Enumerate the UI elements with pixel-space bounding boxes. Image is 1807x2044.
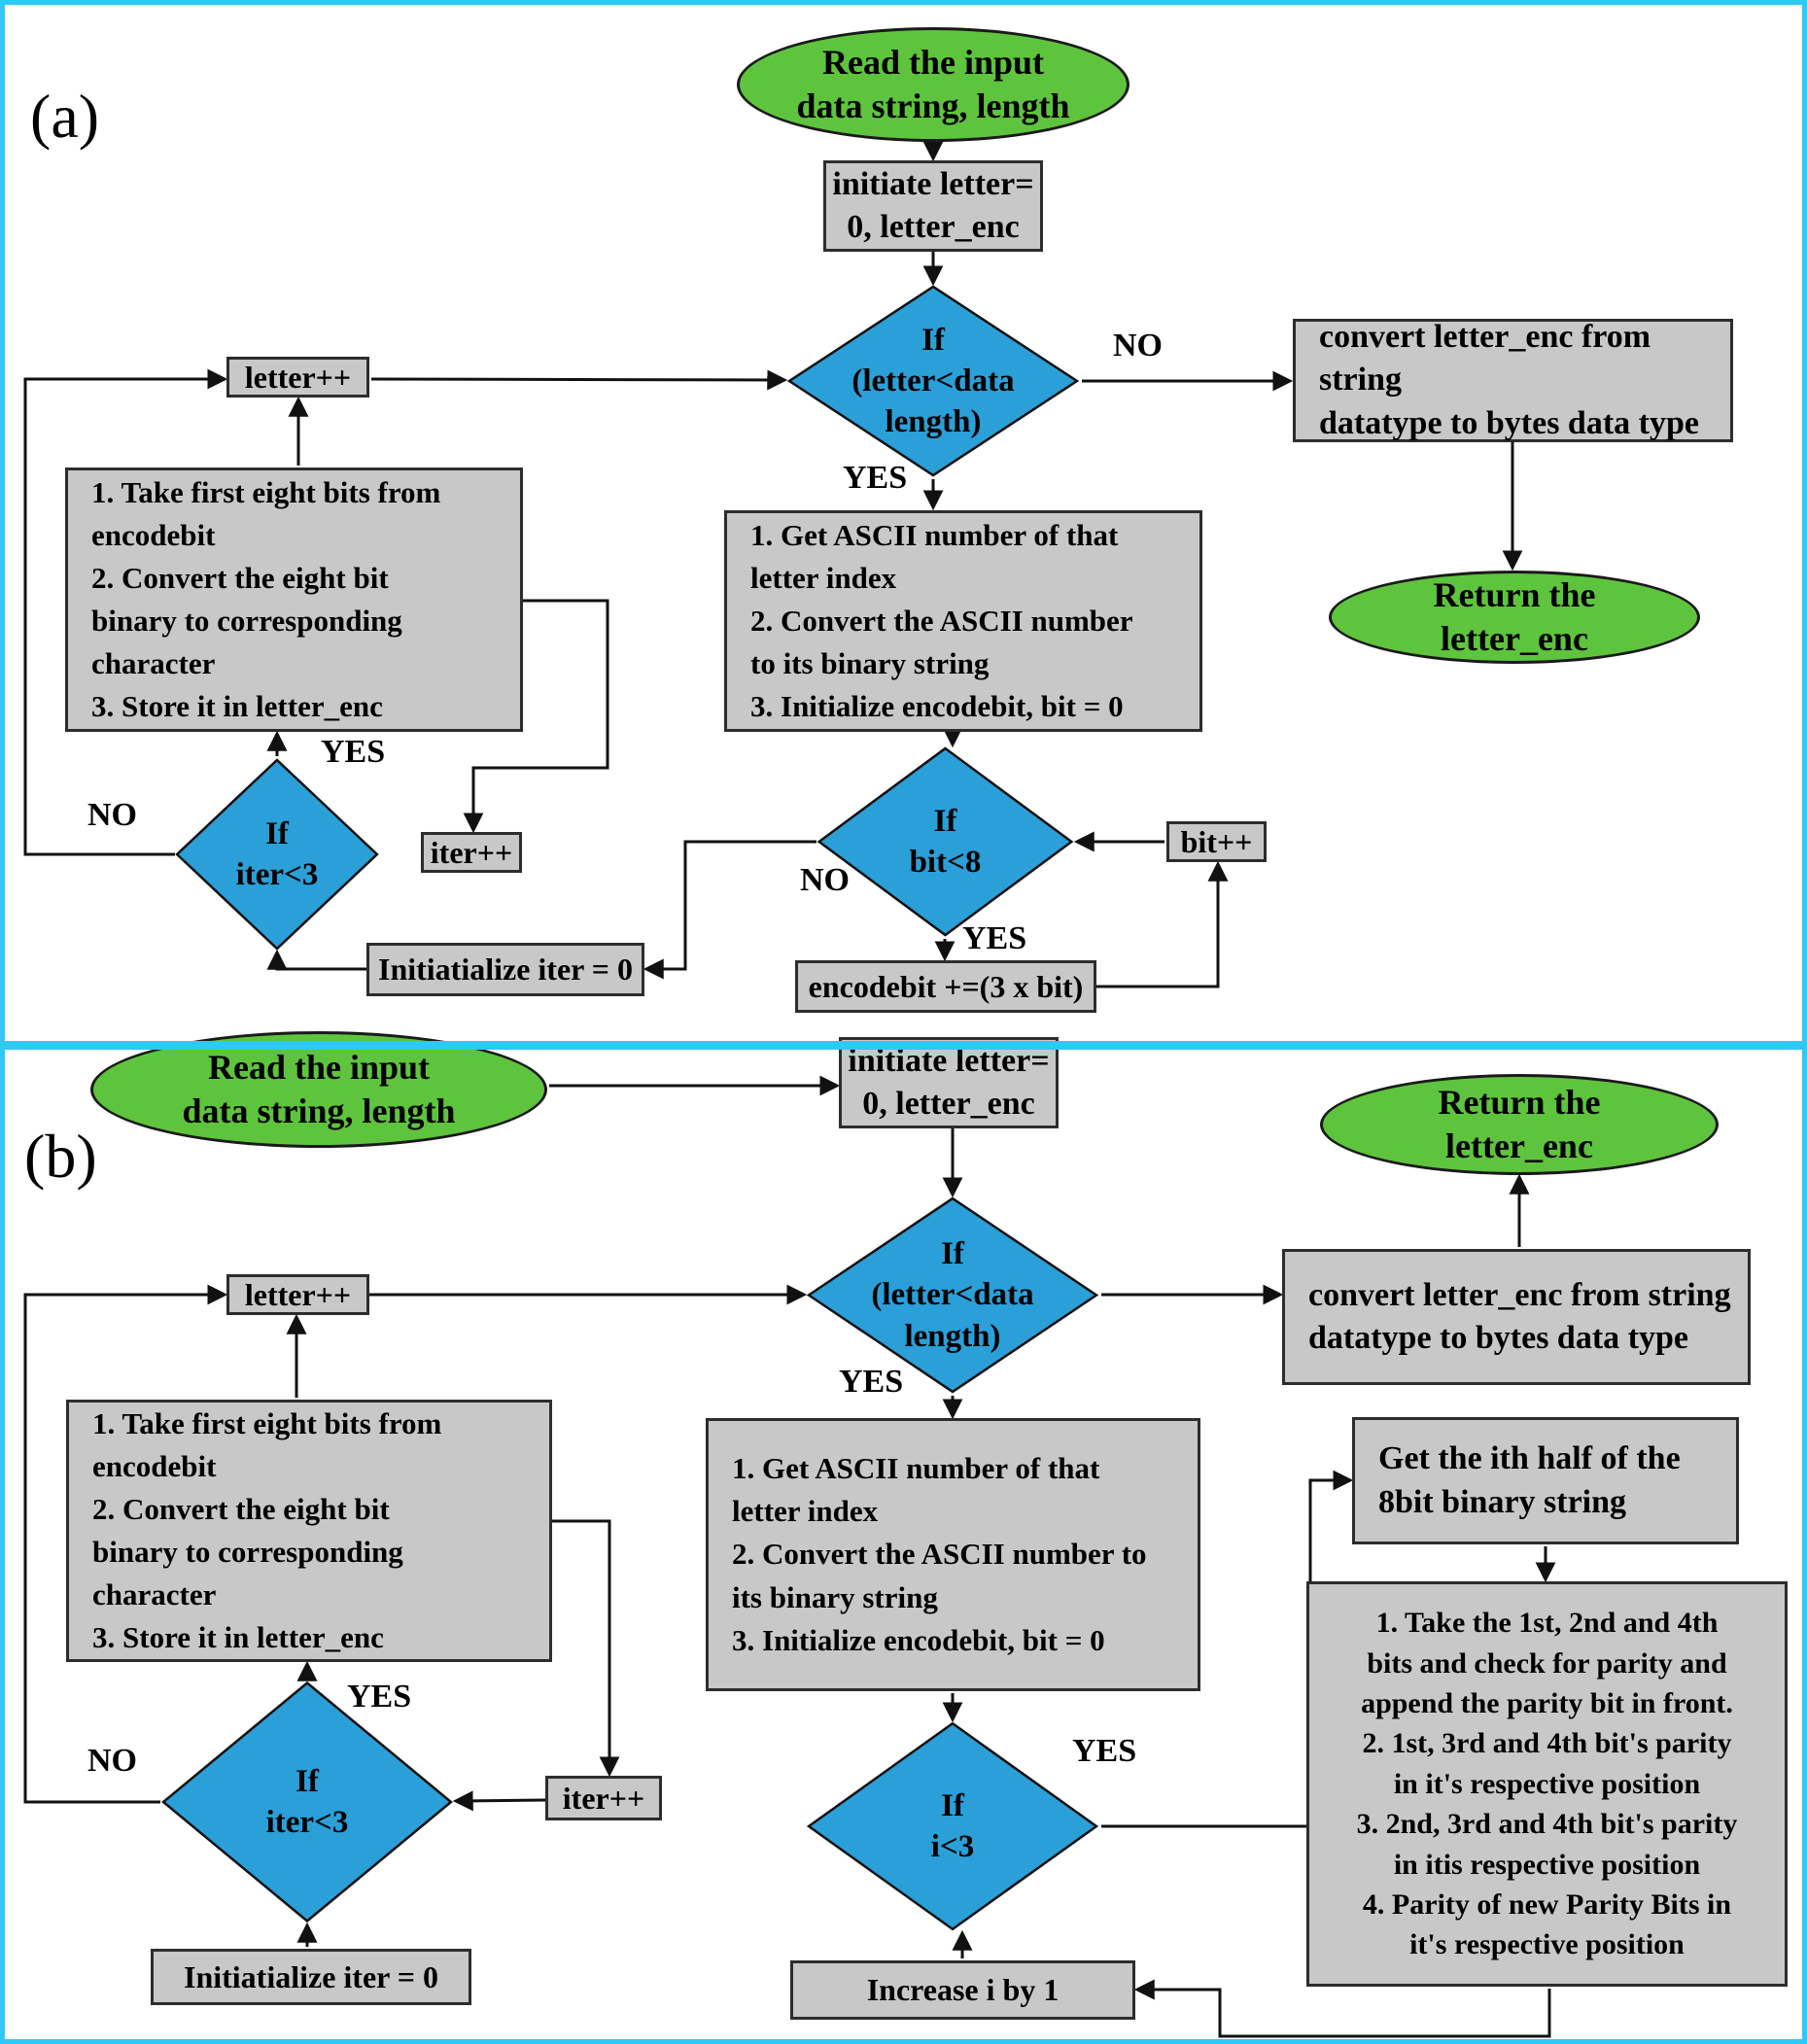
b-start-terminal: Read the input data string, length (90, 1031, 547, 1148)
a-start-terminal: Read the input data string, length (737, 27, 1129, 142)
edge-a-conditer-no-letterpp (23, 368, 228, 856)
a-letter-pp-text: letter++ (244, 359, 352, 395)
b-increase-i-text: Increase i by 1 (866, 1972, 1060, 2007)
b-get-half-text: Get the ith half of the 8bit binary stri… (1378, 1440, 1681, 1520)
b-return-terminal: Return the letter_enc (1320, 1074, 1719, 1175)
a-cond-iter-text: If iter<3 (235, 815, 319, 892)
b-return-text: Return the letter_enc (1438, 1083, 1601, 1165)
b-cond-iter-text: If iter<3 (265, 1763, 349, 1840)
edge-a-takebits-iterpp (463, 599, 609, 834)
a-return-terminal: Return the letter_enc (1329, 571, 1700, 664)
a-encodebit-text: encodebit +=(3 x bit) (808, 968, 1084, 1004)
a-convert-process: convert letter_enc from string datatype … (1293, 319, 1733, 442)
edge-b-iterpp-conditer (452, 1790, 546, 1812)
a-iter-pp-process: iter++ (421, 832, 522, 873)
b-get-ascii-process: 1. Get ASCII number of that letter index… (706, 1418, 1200, 1691)
b-cond-letter-text: If (letter<data length) (871, 1236, 1034, 1354)
a-encodebit-process: encodebit +=(3 x bit) (795, 960, 1096, 1013)
b-cond-i-text: If i<3 (930, 1787, 975, 1864)
panel-divider (5, 1041, 1802, 1050)
b-init-iter-text: Initiatialize iter = 0 (183, 1958, 439, 1994)
edge-b-takebits-iterpp (552, 1519, 620, 1778)
connector-layer (23, 141, 1556, 2038)
a-init-process: initiate letter= 0, letter_enc (823, 160, 1043, 252)
a-get-ascii-text: 1. Get ASCII number of that letter index… (750, 517, 1133, 724)
a-cond-bit-text: If bit<8 (909, 803, 982, 880)
b-cond-iter-decision: If iter<3 (160, 1680, 454, 1923)
b-init-text: initiate letter= 0, letter_enc (848, 1042, 1050, 1122)
edge-b-parity-increase (1133, 1979, 1551, 2038)
diamond-shape (806, 1196, 1099, 1394)
b-letter-pp-text: letter++ (244, 1276, 352, 1312)
a-cond-iter-decision: If iter<3 (175, 758, 379, 951)
b-get-half-process: Get the ith half of the 8bit binary stri… (1352, 1417, 1739, 1544)
b-cond-i-decision: If i<3 (806, 1721, 1099, 1931)
a-get-ascii-process: 1. Get ASCII number of that letter index… (724, 510, 1202, 732)
b-cond-letter-decision: If (letter<data length) (806, 1196, 1099, 1394)
b-increase-i-process: Increase i by 1 (790, 1960, 1135, 2020)
b-take-bits-process: 1. Take first eight bits from encodebit … (66, 1400, 552, 1662)
b-label-yes-iter: YES (347, 1679, 412, 1715)
a-bit-pp-text: bit++ (1180, 823, 1253, 859)
edge-a-encodebit-bitpp (1096, 860, 1229, 988)
a-return-text: Return the letter_enc (1433, 575, 1596, 658)
a-label-no-bit: NO (800, 862, 850, 898)
diamond-shape (786, 285, 1080, 477)
a-bit-pp-process: bit++ (1166, 821, 1267, 862)
b-iter-pp-text: iter++ (562, 1780, 645, 1816)
b-start-text: Read the input data string, length (182, 1048, 456, 1130)
a-cond-bit-decision: If bit<8 (817, 746, 1074, 937)
diamond-shape (806, 1721, 1099, 1931)
a-init-iter-text: Initiatialize iter = 0 (377, 952, 634, 987)
b-take-bits-text: 1. Take first eight bits from encodebit … (92, 1405, 442, 1655)
b-parity-process: 1. Take the 1st, 2nd and 4th bits and ch… (1306, 1581, 1788, 1987)
a-start-text: Read the input data string, length (796, 43, 1070, 125)
a-take-bits-process: 1. Take first eight bits from encodebit … (65, 468, 523, 732)
edge-a-condbit-no-inititer (643, 840, 817, 980)
edge-a-inititer-conditer (266, 949, 366, 971)
a-cond-letter-text: If (letter<data length) (851, 322, 1015, 440)
diamond-shape (817, 746, 1074, 937)
b-letter-pp-process: letter++ (226, 1274, 369, 1315)
a-label-no-iter: NO (87, 797, 137, 833)
diamond-shape (175, 758, 379, 951)
a-label-no-letter: NO (1113, 328, 1163, 364)
a-label-yes-iter: YES (321, 734, 386, 770)
a-init-iter-process: Initiatialize iter = 0 (366, 943, 644, 996)
diamond-shape (160, 1680, 454, 1923)
b-convert-text: convert letter_enc from string datatype … (1308, 1276, 1731, 1356)
a-label-yes-bit: YES (962, 920, 1027, 956)
b-get-ascii-text: 1. Get ASCII number of that letter index… (732, 1451, 1147, 1657)
a-init-text: initiate letter= 0, letter_enc (832, 165, 1034, 245)
edge-b-conditer-no-letterpp (23, 1284, 228, 1804)
b-parity-text: 1. Take the 1st, 2nd and 4th bits and ch… (1356, 1607, 1738, 1961)
b-init-iter-process: Initiatialize iter = 0 (151, 1949, 471, 2005)
panel-a-letter: (a) (30, 82, 100, 151)
b-label-yes-i: YES (1072, 1733, 1137, 1769)
a-label-yes-letter: YES (843, 460, 908, 496)
a-iter-pp-text: iter++ (430, 834, 513, 870)
b-init-process: initiate letter= 0, letter_enc (839, 1037, 1059, 1128)
a-take-bits-text: 1. Take first eight bits from encodebit … (91, 474, 441, 724)
b-label-yes-letter: YES (839, 1364, 904, 1400)
a-cond-letter-decision: If (letter<data length) (786, 285, 1080, 477)
edge-a-letterpp-cond (370, 369, 788, 391)
a-letter-pp-process: letter++ (226, 357, 369, 398)
b-convert-process: convert letter_enc from string datatype … (1282, 1249, 1751, 1385)
a-convert-text: convert letter_enc from string datatype … (1319, 319, 1699, 441)
b-label-no-iter: NO (87, 1743, 137, 1779)
b-iter-pp-process: iter++ (545, 1776, 662, 1820)
panel-b-letter: (b) (24, 1122, 97, 1191)
